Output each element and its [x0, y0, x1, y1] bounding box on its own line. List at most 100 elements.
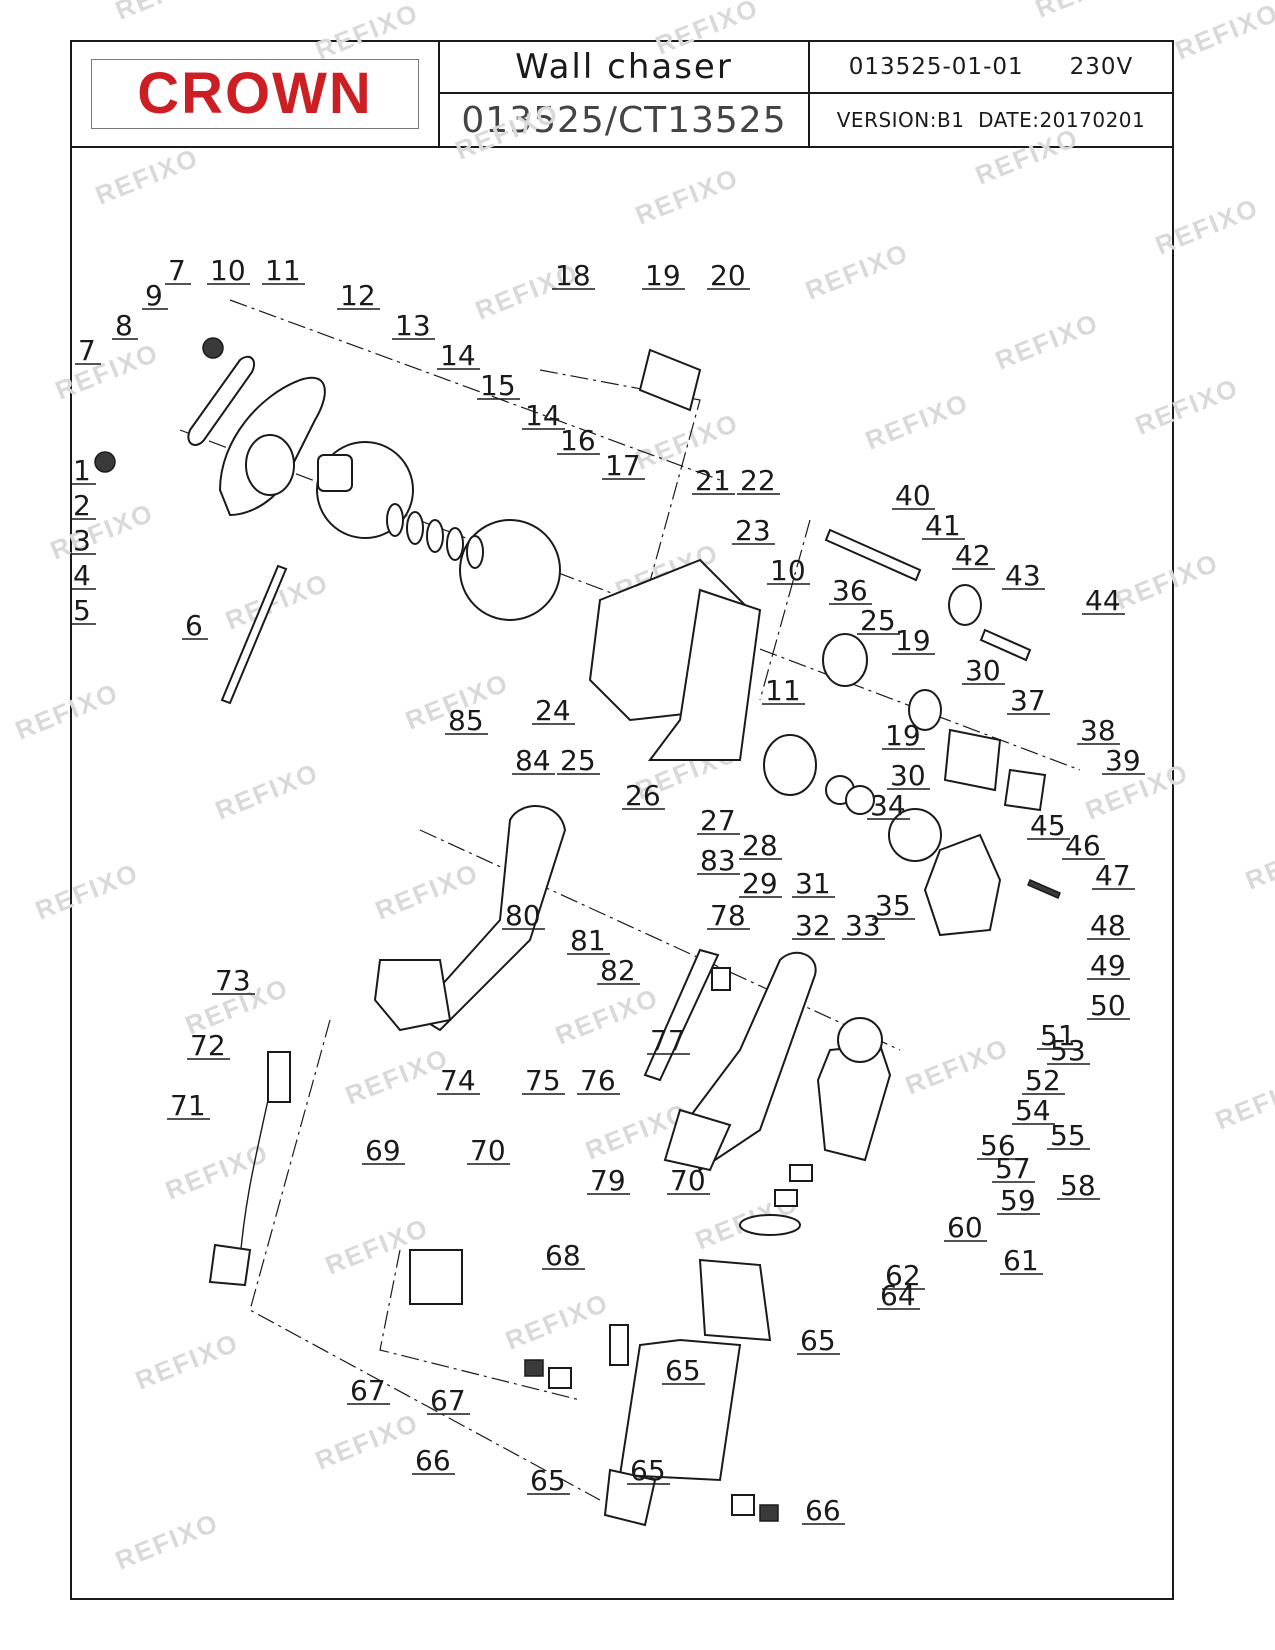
- part-number-label: 76: [580, 1064, 616, 1097]
- part-number-label: 65: [630, 1454, 666, 1487]
- part-number-label: 14: [440, 339, 476, 372]
- part-number-label: 66: [805, 1494, 841, 1527]
- drawing-sheet: CROWN Wall chaser 013525/CT13525 013525-…: [70, 40, 1174, 1600]
- watermark-text: REFIXO: [131, 1327, 243, 1396]
- part-number-label: 3: [73, 524, 91, 557]
- watermark-text: REFIXO: [11, 677, 123, 746]
- handle-base: [663, 1108, 732, 1172]
- part-number-label: 10: [210, 254, 246, 287]
- axis-line: [759, 519, 811, 701]
- screw: [1027, 879, 1061, 899]
- leader-lines: [70, 283, 1145, 1525]
- watermark-text: REFIXO: [1211, 1067, 1275, 1136]
- part-number-label: 51: [1040, 1019, 1076, 1052]
- bearing: [908, 689, 942, 731]
- armature: [816, 1043, 892, 1162]
- part-number-label: 4: [73, 559, 91, 592]
- part-number-label: 7: [78, 334, 96, 367]
- part-number-label: 21: [695, 464, 731, 497]
- stator: [698, 1258, 772, 1342]
- part-number-label: 17: [605, 449, 641, 482]
- part-number-label: 32: [795, 909, 831, 942]
- axis-line: [419, 829, 901, 1051]
- part-number-label: 11: [765, 674, 801, 707]
- drawing-code-cell: 013525-01-01 230V: [810, 42, 1172, 94]
- guard-hub: [245, 434, 295, 496]
- part-number-label: 34: [870, 789, 906, 822]
- brush-cap: [609, 1324, 629, 1366]
- part-number-label: 81: [570, 924, 606, 957]
- part-number-label: 65: [665, 1354, 701, 1387]
- part-number-label: 83: [700, 844, 736, 877]
- watermark-text: REFIXO: [1241, 827, 1275, 896]
- watermark-text: REFIXO: [1031, 0, 1143, 24]
- part-number-label: 46: [1065, 829, 1101, 862]
- bearing: [948, 584, 982, 626]
- watermark-text: REFIXO: [1151, 192, 1263, 261]
- switch-lock: [711, 967, 731, 991]
- part-number-label: 18: [555, 259, 591, 292]
- fan: [837, 1017, 883, 1063]
- watermark-text: REFIXO: [311, 0, 423, 66]
- part-number-label: 36: [832, 574, 868, 607]
- knob: [202, 337, 224, 359]
- crown-logo: CROWN: [91, 59, 419, 129]
- part-number-label: 49: [1090, 949, 1126, 982]
- part-number-label: 20: [710, 259, 746, 292]
- bracket: [638, 348, 702, 412]
- watermark-text: REFIXO: [311, 1407, 423, 1476]
- part-number-label: 44: [1085, 584, 1121, 617]
- part-number-label: 55: [1050, 1119, 1086, 1152]
- title-block: CROWN Wall chaser 013525/CT13525 013525-…: [72, 42, 1172, 148]
- part-number-label: 10: [770, 554, 806, 587]
- part-number-label: 66: [415, 1444, 451, 1477]
- housing-cover: [648, 588, 762, 761]
- spindle: [824, 528, 922, 582]
- part-number-label: 58: [1060, 1169, 1096, 1202]
- part-number-label: 70: [670, 1164, 706, 1197]
- voltage: 230V: [1069, 54, 1134, 80]
- part-number-label: 25: [560, 744, 596, 777]
- watermark-text: REFIXO: [451, 97, 563, 166]
- part-number-label: 6: [185, 609, 203, 642]
- part-number-label: 80: [505, 899, 541, 932]
- part-number-label: 85: [448, 704, 484, 737]
- part-number-label: 74: [440, 1064, 476, 1097]
- part-drawings: [94, 337, 1061, 1527]
- part-number-label: 79: [590, 1164, 626, 1197]
- part-number-label: 48: [1090, 909, 1126, 942]
- part-number-label: 41: [925, 509, 961, 542]
- bearing-plate: [822, 633, 868, 687]
- watermark-text: REFIXO: [991, 307, 1103, 376]
- part-number-label: 7: [168, 254, 186, 287]
- part-number-label: 19: [645, 259, 681, 292]
- part-number-label: 70: [470, 1134, 506, 1167]
- baffle: [739, 1214, 801, 1236]
- watermark-text: REFIXO: [631, 162, 743, 231]
- watermark-text: REFIXO: [111, 1507, 223, 1576]
- part-number-label: 67: [350, 1374, 386, 1407]
- part-number-label: 11: [265, 254, 301, 287]
- part-number-label: 37: [1010, 684, 1046, 717]
- part-number-label: 71: [170, 1089, 206, 1122]
- watermark-text: REFIXO: [801, 237, 913, 306]
- axis-line: [249, 1019, 601, 1501]
- part-number-label: 8: [115, 309, 133, 342]
- handle-grip: [373, 959, 452, 1032]
- part-number-label: 62: [885, 1259, 921, 1292]
- watermark-text: REFIXO: [1171, 0, 1275, 66]
- part-number-label: 39: [1105, 744, 1141, 777]
- plug: [208, 1243, 252, 1287]
- watermark-text: REFIXO: [31, 857, 143, 926]
- watermark-text: REFIXO: [211, 757, 323, 826]
- part-number-label: 60: [947, 1211, 983, 1244]
- part-number-label: 69: [365, 1134, 401, 1167]
- part-number-label: 61: [1003, 1244, 1039, 1277]
- logo-cell: CROWN: [72, 42, 440, 146]
- part-number-label: 67: [430, 1384, 466, 1417]
- part-number-label: 25: [860, 604, 896, 637]
- part-number-label: 47: [1095, 859, 1131, 892]
- axis-line: [229, 299, 721, 481]
- part-number-label: 75: [525, 1064, 561, 1097]
